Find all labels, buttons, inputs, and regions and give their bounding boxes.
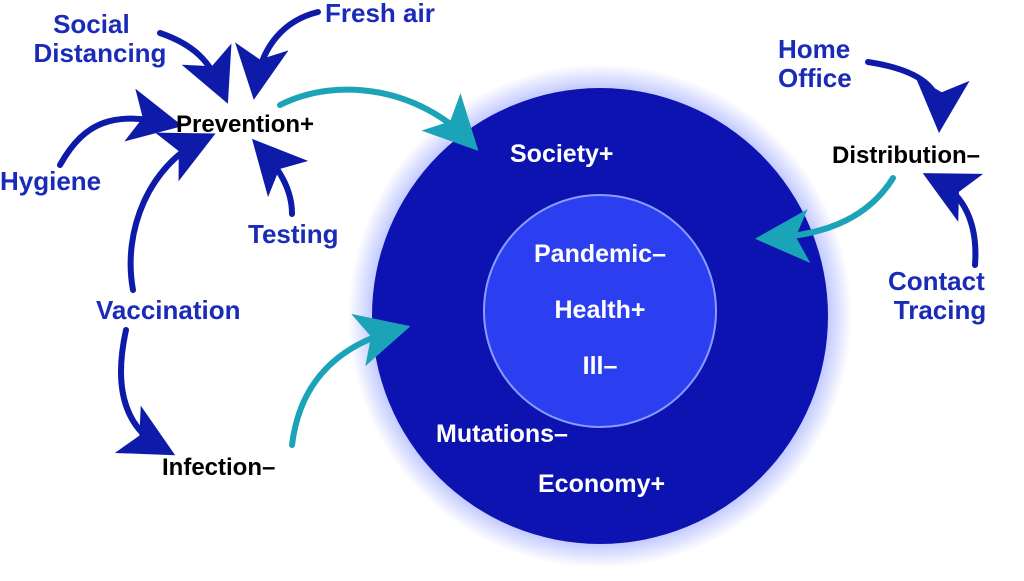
arrow-social-to-prevention (157, 30, 232, 104)
arrow-prevention-to-circle (277, 86, 479, 151)
arrow-hygiene-to-prevention (57, 88, 183, 168)
arrow-homeoffice-to-distribution (865, 59, 970, 133)
society-label: Society+ (510, 140, 614, 168)
distribution-label: Distribution– (832, 142, 980, 169)
economy-label: Economy+ (538, 470, 665, 498)
contact-tracing-label: Contact Tracing (888, 266, 992, 325)
arrow-distribution-to-circle (755, 175, 896, 264)
hygiene-label: Hygiene (0, 166, 101, 196)
vaccination-label: Vaccination (96, 295, 241, 325)
arrow-infection-to-circle (289, 314, 411, 448)
health-label: Health+ (554, 296, 645, 324)
inner-circle (483, 194, 717, 428)
home-office-label: Home Office (778, 34, 857, 93)
fresh-air-label: Fresh air (325, 0, 435, 28)
ill-label: Ill– (583, 352, 618, 380)
social-distancing-label: Social Distancing (34, 9, 167, 68)
pandemic-label: Pandemic– (534, 240, 666, 268)
testing-label: Testing (248, 219, 339, 249)
arrow-testing-to-prevention (251, 138, 309, 217)
mutations-label: Mutations– (436, 420, 568, 448)
arrow-freshair-to-prevention (235, 9, 321, 100)
prevention-label: Prevention+ (176, 111, 314, 138)
infection-label: Infection– (162, 454, 275, 481)
arrow-vaccination-to-prevention (127, 132, 216, 293)
arrow-contacttracing-to-distribution (922, 173, 984, 268)
arrow-vaccination-to-infection (114, 327, 176, 456)
